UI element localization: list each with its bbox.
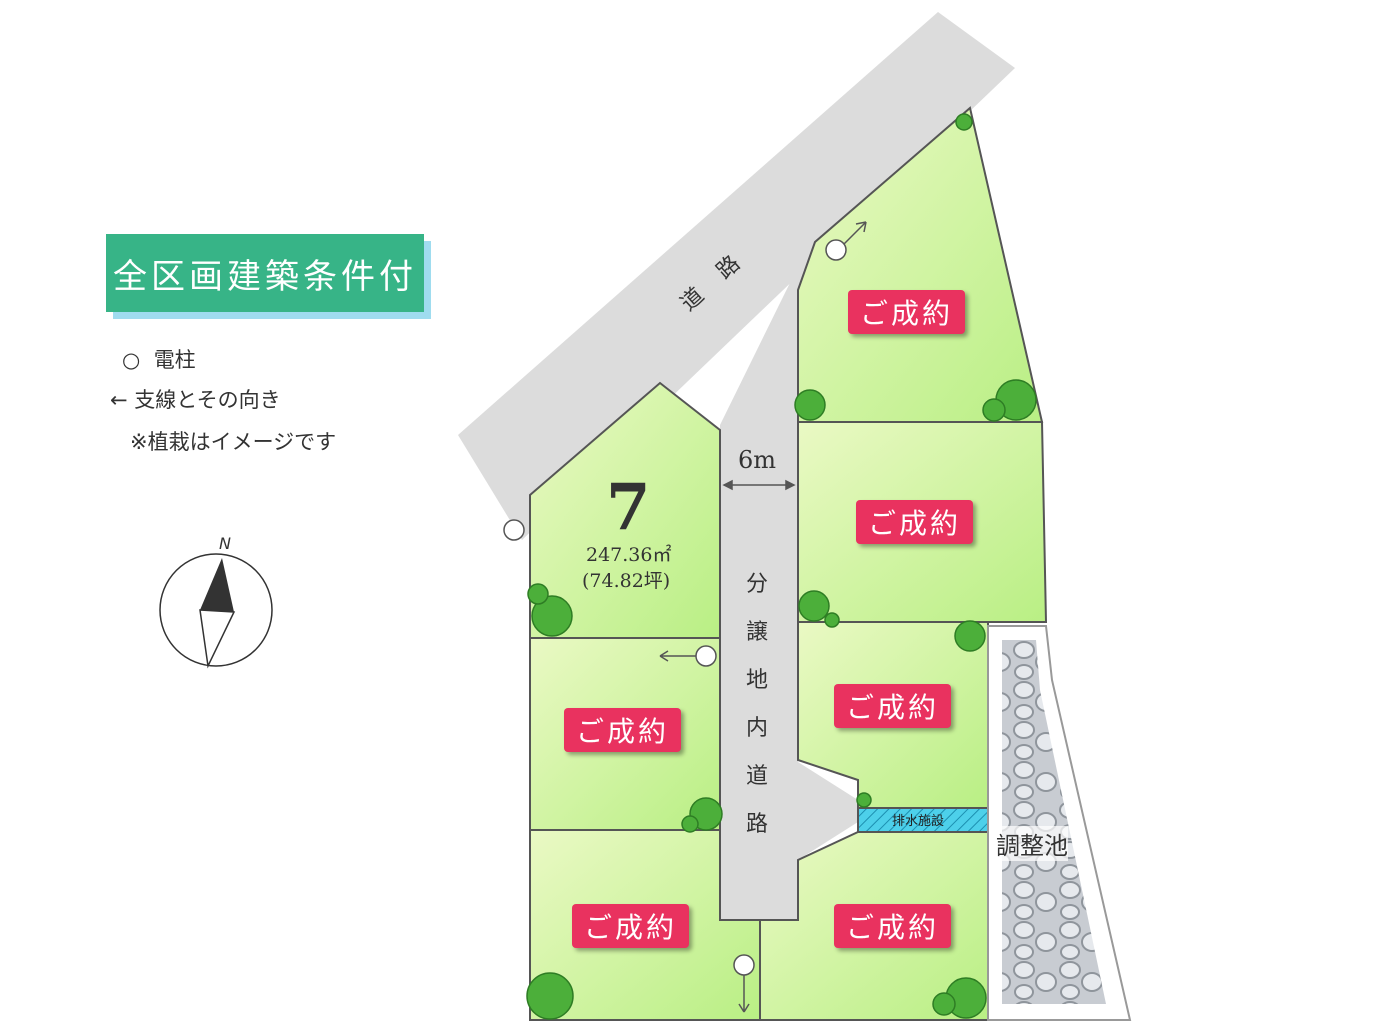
legend-guy-wire-label: 支線とその向き: [134, 388, 281, 412]
sold-badge: ご成約: [848, 290, 966, 334]
tree-icon: [982, 398, 1006, 422]
tree-icon: [824, 612, 840, 628]
internal-road-char: 路: [746, 812, 769, 837]
main-road: [458, 12, 1015, 540]
lot-area-sqm: 247.36㎡: [586, 544, 672, 566]
tree-icon: [527, 583, 549, 605]
internal-road-char: 譲: [746, 620, 769, 645]
legend-note: ※植栽はイメージです: [130, 430, 337, 454]
legend-guy-wire: ← 支線とその向き: [110, 384, 281, 414]
internal-road-char: 内: [746, 716, 769, 741]
tree-icon: [681, 815, 699, 833]
pond-label: 調整池: [996, 826, 1068, 861]
legend-pole-label: 電柱: [153, 348, 196, 372]
utility-pole: [733, 954, 755, 976]
compass-north-label: N: [219, 534, 231, 553]
lot-area-tsubo: (74.82坪): [582, 570, 671, 592]
road-width-dimension: [722, 479, 796, 491]
legend-pole: ○ 電柱: [122, 344, 196, 374]
internal-road: [720, 232, 858, 920]
building-condition-badge: 全区画建築条件付: [106, 234, 424, 312]
sold-badge: ご成約: [856, 500, 974, 544]
utility-pole: [503, 519, 525, 541]
sold-badge: ご成約: [572, 904, 690, 948]
retention-pond: [1002, 640, 1106, 1004]
drainage-facility: [857, 807, 989, 833]
internal-road-char: 分: [746, 572, 769, 597]
tree-icon: [955, 113, 973, 131]
tree-icon: [526, 972, 574, 1020]
compass-icon: [159, 553, 273, 669]
tree-icon: [856, 792, 872, 808]
lot-7: [529, 381, 721, 639]
utility-pole: [695, 645, 717, 667]
internal-road-char: 道: [746, 764, 769, 789]
tree-icon: [794, 389, 826, 421]
sold-badge: ご成約: [834, 684, 952, 728]
utility-pole: [825, 239, 847, 261]
tree-icon: [531, 595, 573, 637]
guy-wire-arrows: [659, 221, 867, 1013]
sold-badge: ご成約: [834, 904, 952, 948]
internal-road-char: 地: [746, 668, 769, 693]
lot-number[interactable]: 7: [606, 470, 651, 545]
sold-badge: ご成約: [564, 708, 682, 752]
trees: [526, 113, 1037, 1020]
pole-icon: ○: [122, 348, 141, 372]
tree-icon: [798, 590, 830, 622]
tree-icon: [932, 992, 956, 1016]
arrow-left-icon: ←: [110, 388, 128, 412]
tree-icon: [954, 620, 986, 652]
drainage-label: 排水施設: [892, 814, 945, 829]
road-width-label: 6m: [738, 446, 777, 474]
